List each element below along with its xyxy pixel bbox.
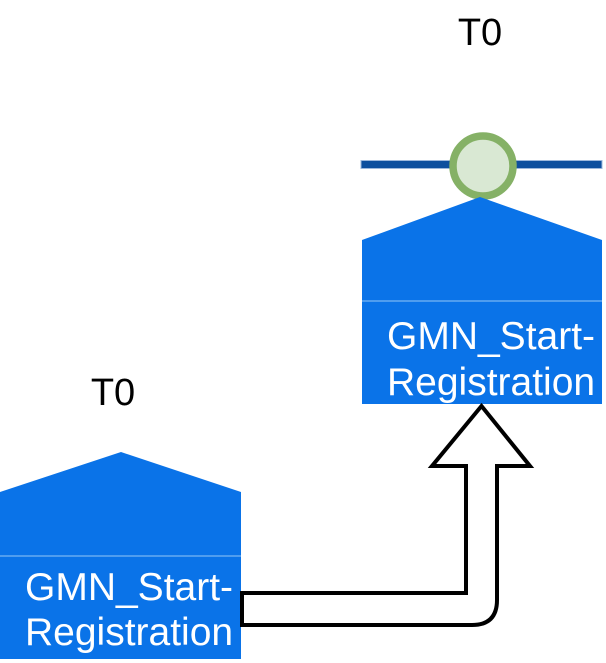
node-right-label-line1: GMN_Start- — [387, 315, 595, 358]
node-left-time-label: T0 — [91, 372, 135, 414]
node-left-label-line2: Registration — [25, 611, 233, 654]
timeline-event-circle — [449, 132, 517, 200]
bent-up-arrow — [240, 402, 535, 627]
node-left: GMN_Start- Registration — [0, 452, 241, 659]
node-right: GMN_Start- Registration — [362, 197, 602, 404]
timeline-time-label: T0 — [458, 12, 502, 54]
node-right-label-line2: Registration — [387, 361, 595, 404]
node-left-label-line1: GMN_Start- — [25, 566, 233, 609]
